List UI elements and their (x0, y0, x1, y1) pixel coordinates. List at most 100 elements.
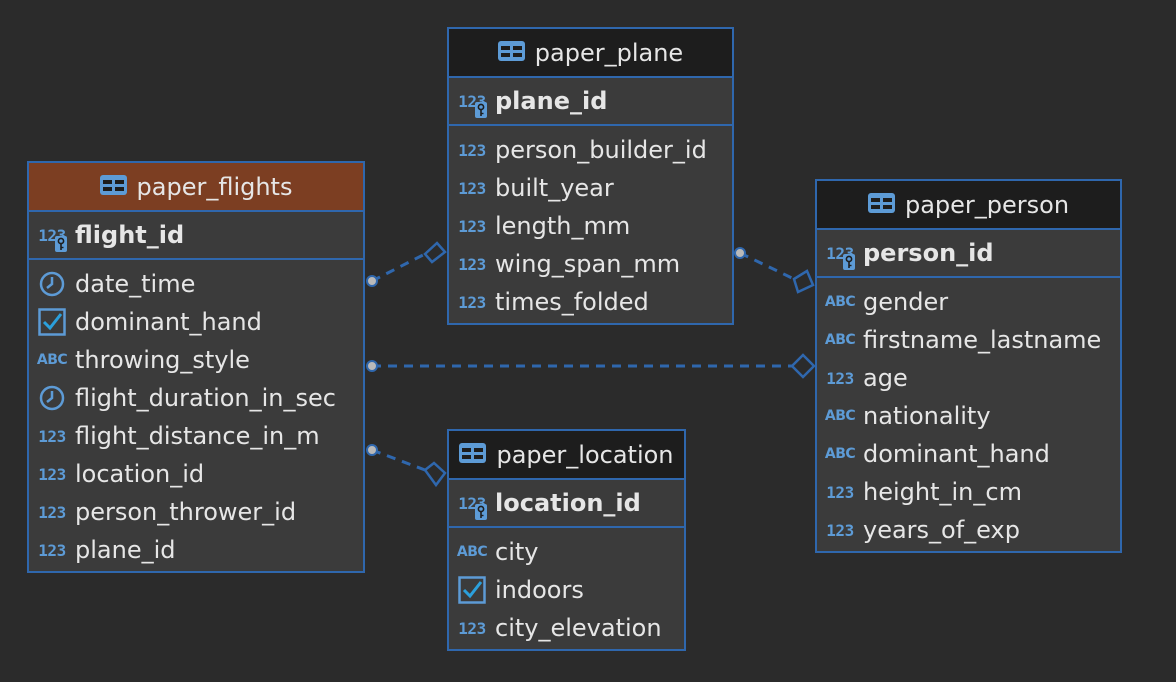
checkbox-icon (29, 303, 75, 341)
numeric-icon: 123 (458, 254, 486, 274)
connector-dot-icon (734, 247, 746, 259)
connector-diamond-icon (423, 461, 447, 488)
column-name: times_folded (495, 288, 649, 316)
column-years-of-exp[interactable]: 123 years_of_exp (817, 511, 1120, 549)
column-flight-duration-in-sec[interactable]: flight_duration_in_sec (29, 379, 363, 417)
entity-header-paper-location[interactable]: paper_location (449, 431, 684, 480)
abc-icon: ABC (824, 294, 856, 310)
column-name: person_thrower_id (75, 498, 297, 526)
column-gender[interactable]: ABC gender (817, 283, 1120, 321)
entity-paper-location[interactable]: paper_location 123 location_id ABC city … (447, 429, 686, 651)
connector-dot-icon (366, 444, 378, 456)
column-firstname-lastname[interactable]: ABC firstname_lastname (817, 321, 1120, 359)
column-name: person_builder_id (495, 136, 707, 164)
clock-icon (29, 265, 75, 303)
entity-header-paper-person[interactable]: paper_person (817, 181, 1120, 230)
column-length-mm[interactable]: 123 length_mm (449, 207, 732, 245)
column-throwing-style[interactable]: ABC throwing_style (29, 341, 363, 379)
numeric-icon: 123 (458, 618, 486, 638)
column-flight-distance-in-m[interactable]: 123 flight_distance_in_m (29, 417, 363, 455)
entity-paper-plane[interactable]: paper_plane 123 plane_id 123 person_buil… (447, 27, 734, 325)
column-name: plane_id (495, 87, 608, 115)
column-name: dominant_hand (75, 308, 262, 336)
column-name: city (495, 538, 539, 566)
column-dominant-hand[interactable]: dominant_hand (29, 303, 363, 341)
connector-dot-icon (366, 360, 378, 372)
table-icon (99, 173, 127, 201)
column-built-year[interactable]: 123 built_year (449, 169, 732, 207)
column-name: location_id (75, 460, 205, 488)
numeric-icon: 123 (38, 426, 66, 446)
column-name: built_year (495, 174, 614, 202)
column-person-builder-id[interactable]: 123 person_builder_id (449, 131, 732, 169)
connector-diamond-icon (792, 269, 815, 294)
entity-title: paper_location (496, 440, 674, 469)
numeric-icon: 123 (38, 540, 66, 560)
numeric-icon: 123 (38, 502, 66, 522)
entity-header-paper-plane[interactable]: paper_plane (449, 29, 732, 78)
column-name: dominant_hand (863, 440, 1050, 468)
column-location-id[interactable]: 123 location_id (29, 455, 363, 493)
relationship-line-plane-person[interactable] (739, 251, 795, 281)
entity-paper-person[interactable]: paper_person 123 person_id ABC gender AB… (815, 179, 1122, 553)
numeric-icon: 123 (826, 482, 854, 502)
column-dominant-hand[interactable]: ABC dominant_hand (817, 435, 1120, 473)
entity-paper-flights[interactable]: paper_flights 123 flight_id date_time do… (27, 161, 365, 573)
column-city[interactable]: ABC city (449, 533, 684, 571)
column-date-time[interactable]: date_time (29, 265, 363, 303)
numeric-icon: 123 (458, 216, 486, 236)
table-icon (867, 191, 895, 219)
table-icon (497, 39, 525, 67)
column-city-elevation[interactable]: 123 city_elevation (449, 609, 684, 647)
key-icon: 123 (29, 212, 75, 258)
column-name: flight_distance_in_m (75, 422, 320, 450)
column-name: location_id (495, 489, 641, 517)
connector-diamond-icon (790, 353, 816, 379)
key-icon: 123 (449, 78, 495, 124)
abc-icon: ABC (824, 332, 856, 348)
column-name: person_id (863, 239, 994, 267)
column-name: years_of_exp (863, 516, 1020, 544)
column-name: date_time (75, 270, 196, 298)
checkbox-icon (449, 571, 495, 609)
relationship-line-flights-location[interactable] (371, 448, 426, 472)
column-name: height_in_cm (863, 478, 1022, 506)
clock-icon (29, 379, 75, 417)
column-height-in-cm[interactable]: 123 height_in_cm (817, 473, 1120, 511)
column-name: gender (863, 288, 949, 316)
column-nationality[interactable]: ABC nationality (817, 397, 1120, 435)
column-name: plane_id (75, 536, 176, 564)
column-plane-id[interactable]: 123 plane_id (29, 531, 363, 569)
abc-icon: ABC (824, 446, 856, 462)
column-name: wing_span_mm (495, 250, 681, 278)
table-icon (459, 441, 487, 469)
column-name: flight_duration_in_sec (75, 384, 336, 412)
column-times-folded[interactable]: 123 times_folded (449, 283, 732, 321)
entity-title: paper_plane (534, 38, 684, 67)
column-name: firstname_lastname (863, 326, 1102, 354)
numeric-icon: 123 (458, 178, 486, 198)
numeric-icon: 123 (826, 368, 854, 388)
entity-header-paper-flights[interactable]: paper_flights (29, 163, 363, 212)
entity-title: paper_person (904, 190, 1070, 219)
abc-icon: ABC (36, 352, 68, 368)
pk-column-person-id[interactable]: 123 person_id (817, 230, 1120, 276)
column-indoors[interactable]: indoors (449, 571, 684, 609)
column-name: throwing_style (75, 346, 250, 374)
column-age[interactable]: 123 age (817, 359, 1120, 397)
numeric-icon: 123 (38, 464, 66, 484)
relationship-line-flights-plane[interactable] (371, 252, 426, 283)
column-name: length_mm (495, 212, 631, 240)
connector-diamond-icon (423, 241, 447, 264)
key-icon: 123 (817, 230, 863, 276)
column-wing-span-mm[interactable]: 123 wing_span_mm (449, 245, 732, 283)
pk-column-flight-id[interactable]: 123 flight_id (29, 212, 363, 258)
key-icon: 123 (449, 480, 495, 526)
column-person-thrower-id[interactable]: 123 person_thrower_id (29, 493, 363, 531)
column-name: nationality (863, 402, 991, 430)
column-name: flight_id (75, 221, 185, 249)
pk-column-location-id[interactable]: 123 location_id (449, 480, 684, 526)
pk-column-plane-id[interactable]: 123 plane_id (449, 78, 732, 124)
column-name: age (863, 364, 908, 392)
